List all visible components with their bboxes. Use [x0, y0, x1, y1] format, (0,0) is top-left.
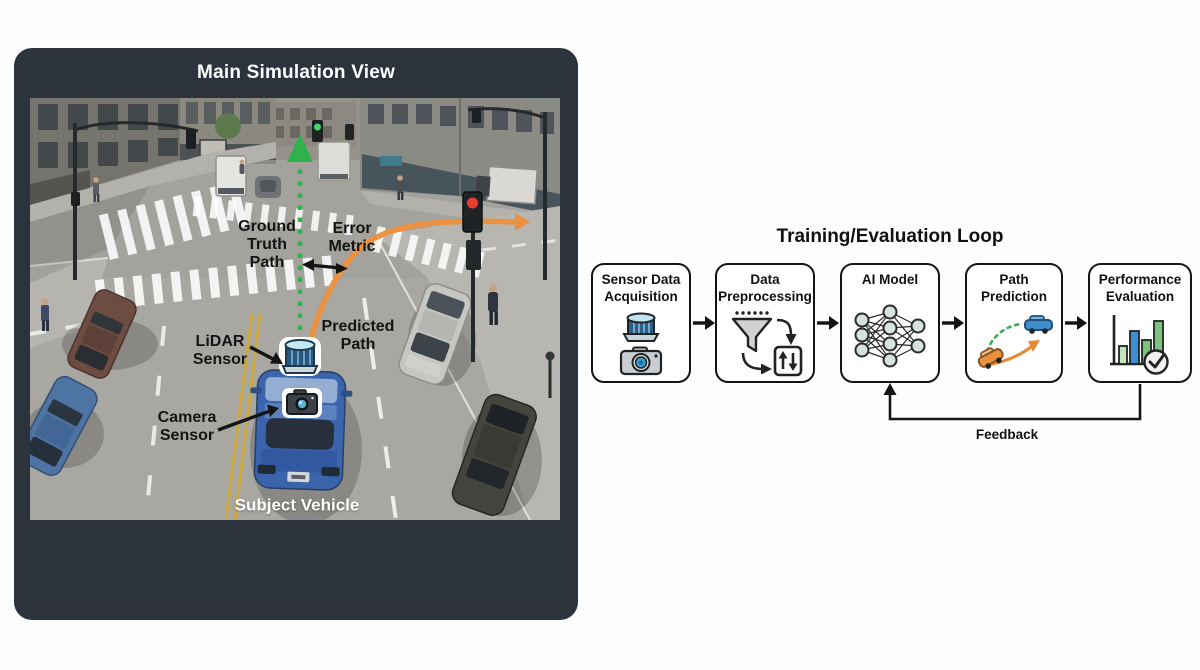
flow-step-label: Sensor Data Acquisition [601, 272, 681, 304]
pedestrian [397, 175, 404, 200]
subject-vehicle [250, 369, 353, 491]
subject-vehicle-label: Subject Vehicle [234, 495, 360, 515]
tree [215, 113, 241, 139]
brown-car [62, 289, 158, 379]
arrow-step3-step4 [942, 316, 964, 330]
ground-truth-path-label: Ground Truth Path [238, 218, 296, 271]
traffic-light-red [462, 191, 483, 362]
flowchart-title: Training/Evaluation Loop [776, 226, 1004, 247]
flow-step-ai-model: AI Model [840, 263, 940, 383]
neural-network-icon [854, 304, 926, 368]
arrow-step2-step3 [817, 316, 839, 330]
arrow-step1-step2 [693, 316, 715, 330]
flow-step-icon-area [725, 306, 805, 381]
arrow-step4-step5 [1065, 316, 1087, 330]
error-metric-arrow [302, 259, 348, 274]
error-metric-label: Error Metric [328, 220, 376, 255]
white-truck-center [317, 141, 351, 181]
flow-step-performance-evaluation: Performance Evaluation [1088, 263, 1192, 383]
silver-sedan-right [398, 283, 476, 386]
camera-sensor-label: Camera Sensor [157, 409, 217, 444]
street-scene [30, 98, 560, 520]
feedback-arrow [883, 383, 1142, 421]
check-icon [1143, 349, 1169, 376]
lidar-pointer-arrow [249, 345, 283, 364]
simulation-panel: Main Simulation View [14, 48, 578, 620]
camera-pointer-arrow [217, 404, 279, 432]
flow-step-data-preprocessing: Data Preprocessing [715, 263, 815, 383]
predicted-car-orange [977, 347, 1004, 370]
annotation-arrows [217, 259, 348, 432]
lidar-icon [622, 312, 660, 342]
traffic-light-green [312, 120, 323, 142]
flow-step-icon-area [850, 289, 930, 381]
pedestrian [488, 284, 498, 325]
flow-step-label: Data Preprocessing [718, 272, 812, 304]
predicted-vs-actual-cars-icon [977, 315, 1053, 370]
flow-step-path-prediction: Path Prediction [965, 263, 1063, 383]
traffic-pole-right [467, 107, 547, 280]
pedestrians [41, 159, 498, 331]
bar-chart-icon [1110, 315, 1169, 376]
lidar-sensor-label: LiDAR Sensor [192, 333, 248, 368]
signal-head [345, 124, 354, 140]
flow-step-icon-area [1104, 306, 1176, 381]
flow-step-label: AI Model [861, 272, 919, 287]
parking-meter [545, 351, 555, 398]
pedestrian [239, 159, 245, 174]
pedestrian [41, 298, 49, 331]
flow-step-icon-area [971, 306, 1057, 381]
funnel-icon [731, 311, 803, 377]
predicted-path-label: Predicted Path [321, 318, 395, 353]
sort-arrows-icon [773, 346, 803, 377]
dark-suv [451, 393, 542, 516]
flow-step-label: Path Prediction [980, 272, 1047, 304]
flow-step-sensor-data-acquisition: Sensor Data Acquisition [591, 263, 691, 383]
feedback-label: Feedback [975, 427, 1039, 442]
traffic-signals [71, 107, 555, 398]
box-truck-left [215, 155, 247, 197]
camera-icon [619, 346, 663, 375]
blue-car-bottom-left [30, 375, 104, 477]
traffic-vehicles [30, 141, 542, 516]
gray-sedan-top [255, 176, 281, 198]
simulation-viewport: Ground Truth Path Error Metric Predicted… [30, 98, 560, 520]
lidar-sensor-icon [279, 337, 321, 376]
crosswalk-top [192, 196, 354, 236]
traffic-pole-left [71, 121, 199, 280]
pedestrian [93, 177, 100, 202]
camera-sensor-icon [282, 388, 322, 418]
flow-step-label: Performance Evaluation [1098, 272, 1182, 304]
simulation-panel-title: Main Simulation View [197, 62, 395, 83]
flow-step-icon-area [617, 306, 665, 381]
actual-car-blue [1024, 315, 1053, 335]
